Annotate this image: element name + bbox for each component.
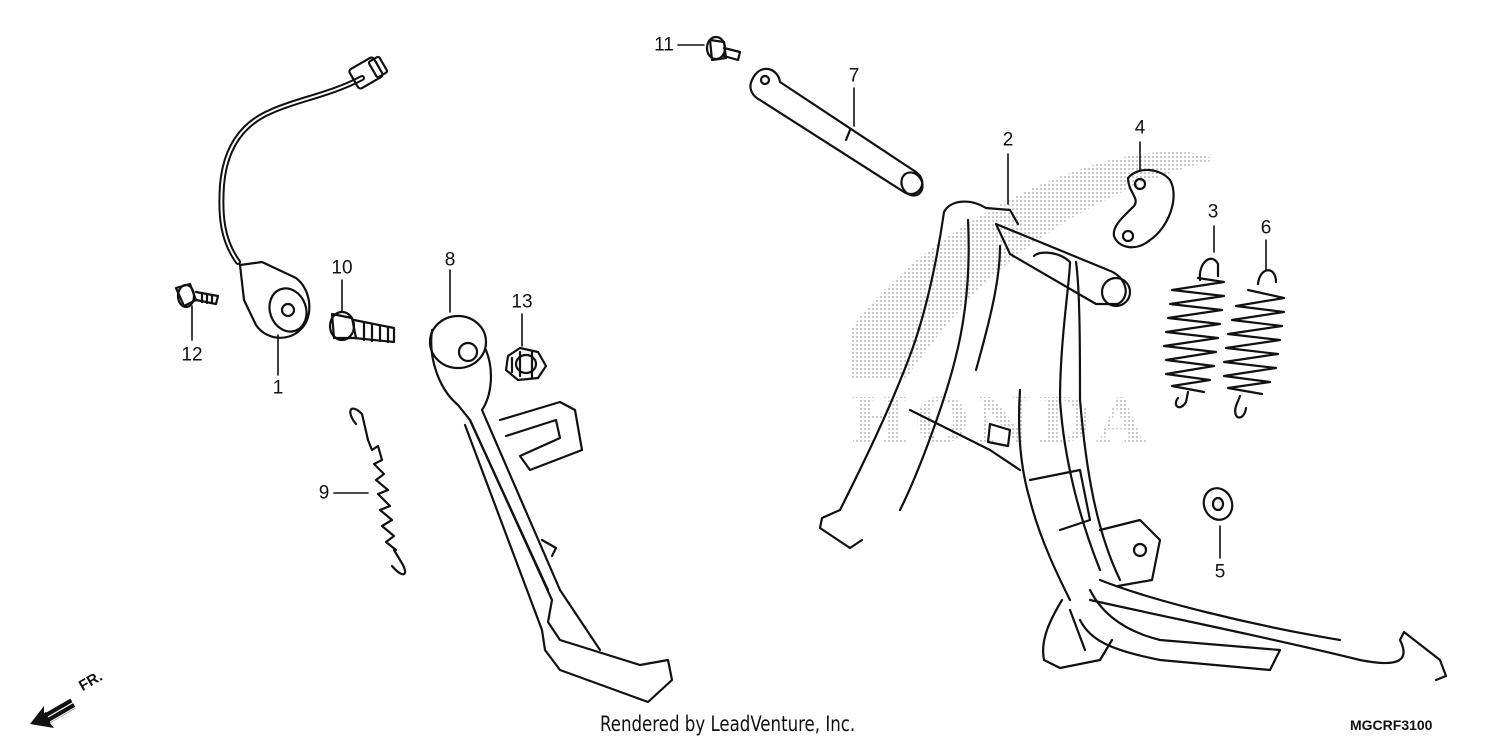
callout-10: 10 (331, 257, 353, 279)
part-11-bolt (705, 35, 742, 62)
leader-lines (191, 44, 1267, 559)
part-7-shaft (749, 67, 924, 197)
callout-4: 4 (1134, 117, 1146, 139)
part-13-nut (504, 346, 548, 382)
part-12-bolt (174, 282, 220, 309)
part-10-pivot-bolt (328, 310, 396, 344)
callout-6: 6 (1260, 217, 1272, 239)
callout-3: 3 (1207, 201, 1219, 223)
callout-13: 13 (511, 291, 533, 313)
diagram-code: MGCRF3100 (1350, 717, 1433, 733)
part-4-plate (1112, 168, 1175, 249)
part-1-switch (218, 55, 389, 339)
credit-text: Rendered by LeadVenture, Inc. (600, 712, 856, 736)
callout-2: 2 (1002, 129, 1014, 151)
callout-9: 9 (318, 482, 330, 504)
part-9-spring (349, 407, 407, 576)
watermark-logo: HONDA (850, 151, 1215, 457)
front-arrow-icon (30, 696, 77, 728)
part-6-spring (1222, 269, 1286, 419)
part-5-washer (1202, 487, 1234, 521)
part-8-side-stand (428, 314, 674, 704)
callout-1: 1 (272, 377, 284, 399)
callout-8: 8 (444, 249, 456, 271)
callout-7: 7 (848, 65, 860, 87)
callout-5: 5 (1214, 561, 1226, 583)
part-2-main-stand (818, 200, 1448, 682)
part-3-spring (1162, 257, 1226, 409)
callout-12: 12 (181, 344, 203, 366)
callout-11: 11 (654, 34, 674, 56)
